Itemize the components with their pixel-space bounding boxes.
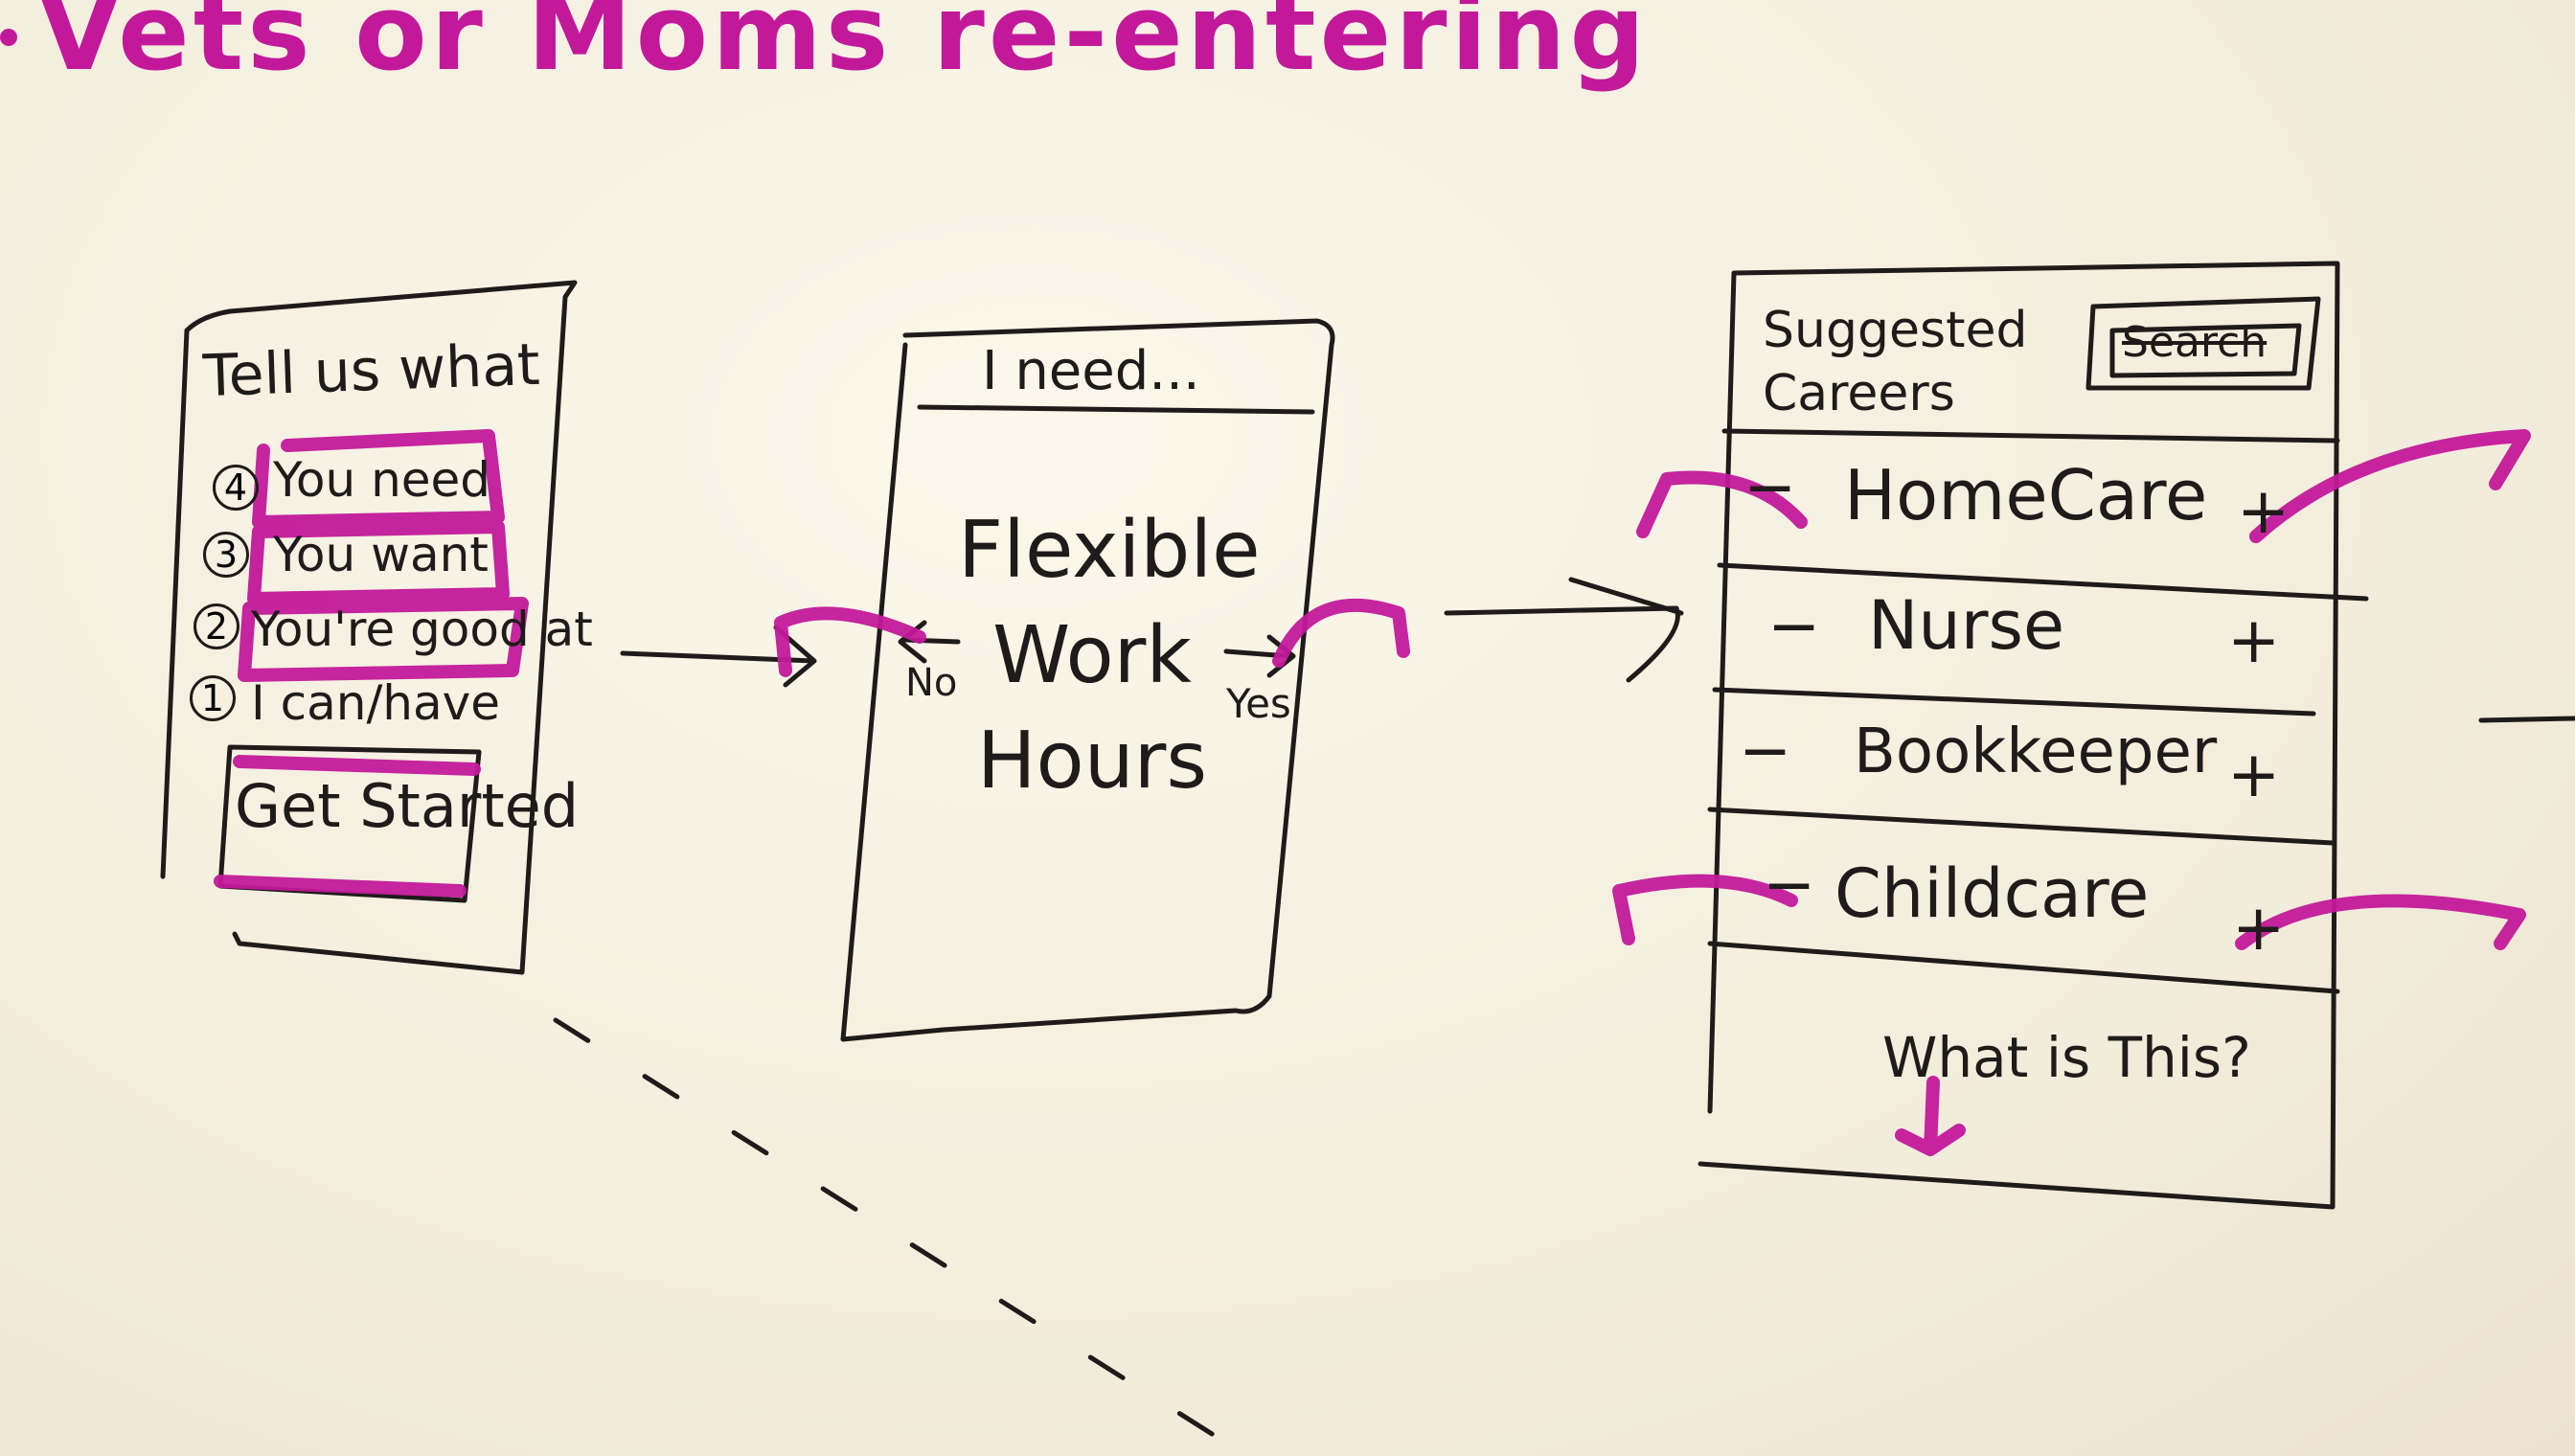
priority-number: 1 [190, 675, 236, 721]
screen3-divider-5 [1707, 941, 2340, 994]
highlight-button-top [233, 755, 481, 776]
dashed-diagonal [553, 1017, 1219, 1440]
priority-number: 3 [203, 532, 249, 578]
highlight-yes [1272, 598, 1410, 668]
screen1-heading: Tell us what [201, 330, 541, 411]
screen3-search-box-inner [2109, 323, 2302, 378]
highlight-you-need [252, 429, 505, 529]
priority-number: 2 [194, 603, 239, 649]
screen2-heading: I need... [982, 340, 1200, 402]
remove-career-button[interactable]: − [1739, 714, 1792, 787]
page-title: Vets or Moms re-entering [38, 0, 1650, 94]
question-card: Flexible Work Hours [958, 498, 1261, 814]
yes-button[interactable]: Yes [1226, 680, 1291, 727]
remove-career-button[interactable]: − [1743, 450, 1797, 524]
priority-number: 4 [213, 465, 259, 511]
highlight-good-at [238, 597, 529, 682]
add-career-button[interactable]: + [2227, 738, 2281, 811]
highlight-homecare-left [1636, 470, 1808, 538]
question-line: Work [992, 610, 1192, 701]
add-career-button[interactable]: + [2237, 474, 2290, 548]
list-item-label: You want [273, 527, 489, 582]
screen3-divider-4 [1707, 807, 2336, 846]
highlight-you-want [247, 520, 510, 605]
no-button[interactable]: No [905, 661, 958, 705]
edge-mark [2478, 716, 2575, 723]
list-item-label: You need [273, 452, 491, 508]
bullet-dot [0, 29, 17, 46]
highlight-homecare-right [2249, 429, 2531, 543]
list-item-label: I can/have [251, 675, 500, 731]
list-item-label: You're good at [251, 602, 593, 657]
what-is-this-link[interactable]: What is This? [1882, 1025, 2251, 1090]
highlight-childcare-right [2235, 894, 2526, 950]
remove-career-button[interactable]: − [1763, 848, 1816, 921]
highlight-what-arrow [1895, 1076, 1966, 1156]
career-label: HomeCare [1844, 455, 2208, 535]
remove-career-button[interactable]: − [1767, 589, 1821, 663]
career-label: Nurse [1868, 586, 2065, 665]
highlight-button-bottom [214, 875, 467, 898]
screen3-title: Suggested Careers [1763, 302, 2028, 422]
screen1-frame [160, 280, 578, 975]
highlight-no [774, 606, 926, 677]
career-label: Bookkeeper [1854, 717, 2218, 787]
add-career-button[interactable]: + [2232, 891, 2286, 965]
screen3-divider-3 [1712, 687, 2316, 717]
screen2-header-divider [917, 404, 1315, 415]
screen3-divider-2 [1717, 562, 2369, 602]
career-label: Childcare [1834, 854, 2150, 933]
screen2-frame [840, 318, 1335, 1042]
screen1-button-box [217, 744, 482, 903]
question-line: Hours [976, 716, 1208, 807]
add-career-button[interactable]: + [2227, 603, 2281, 677]
screen3-search-box [2085, 296, 2321, 391]
highlight-childcare-left [1612, 874, 1798, 945]
question-line: Flexible [958, 505, 1261, 596]
get-started-button[interactable]: Get Started [235, 771, 580, 841]
search-button[interactable]: Search [2122, 318, 2267, 367]
screen3-divider-1 [1721, 428, 2340, 444]
arrow-2-to-3 [1444, 577, 1684, 683]
